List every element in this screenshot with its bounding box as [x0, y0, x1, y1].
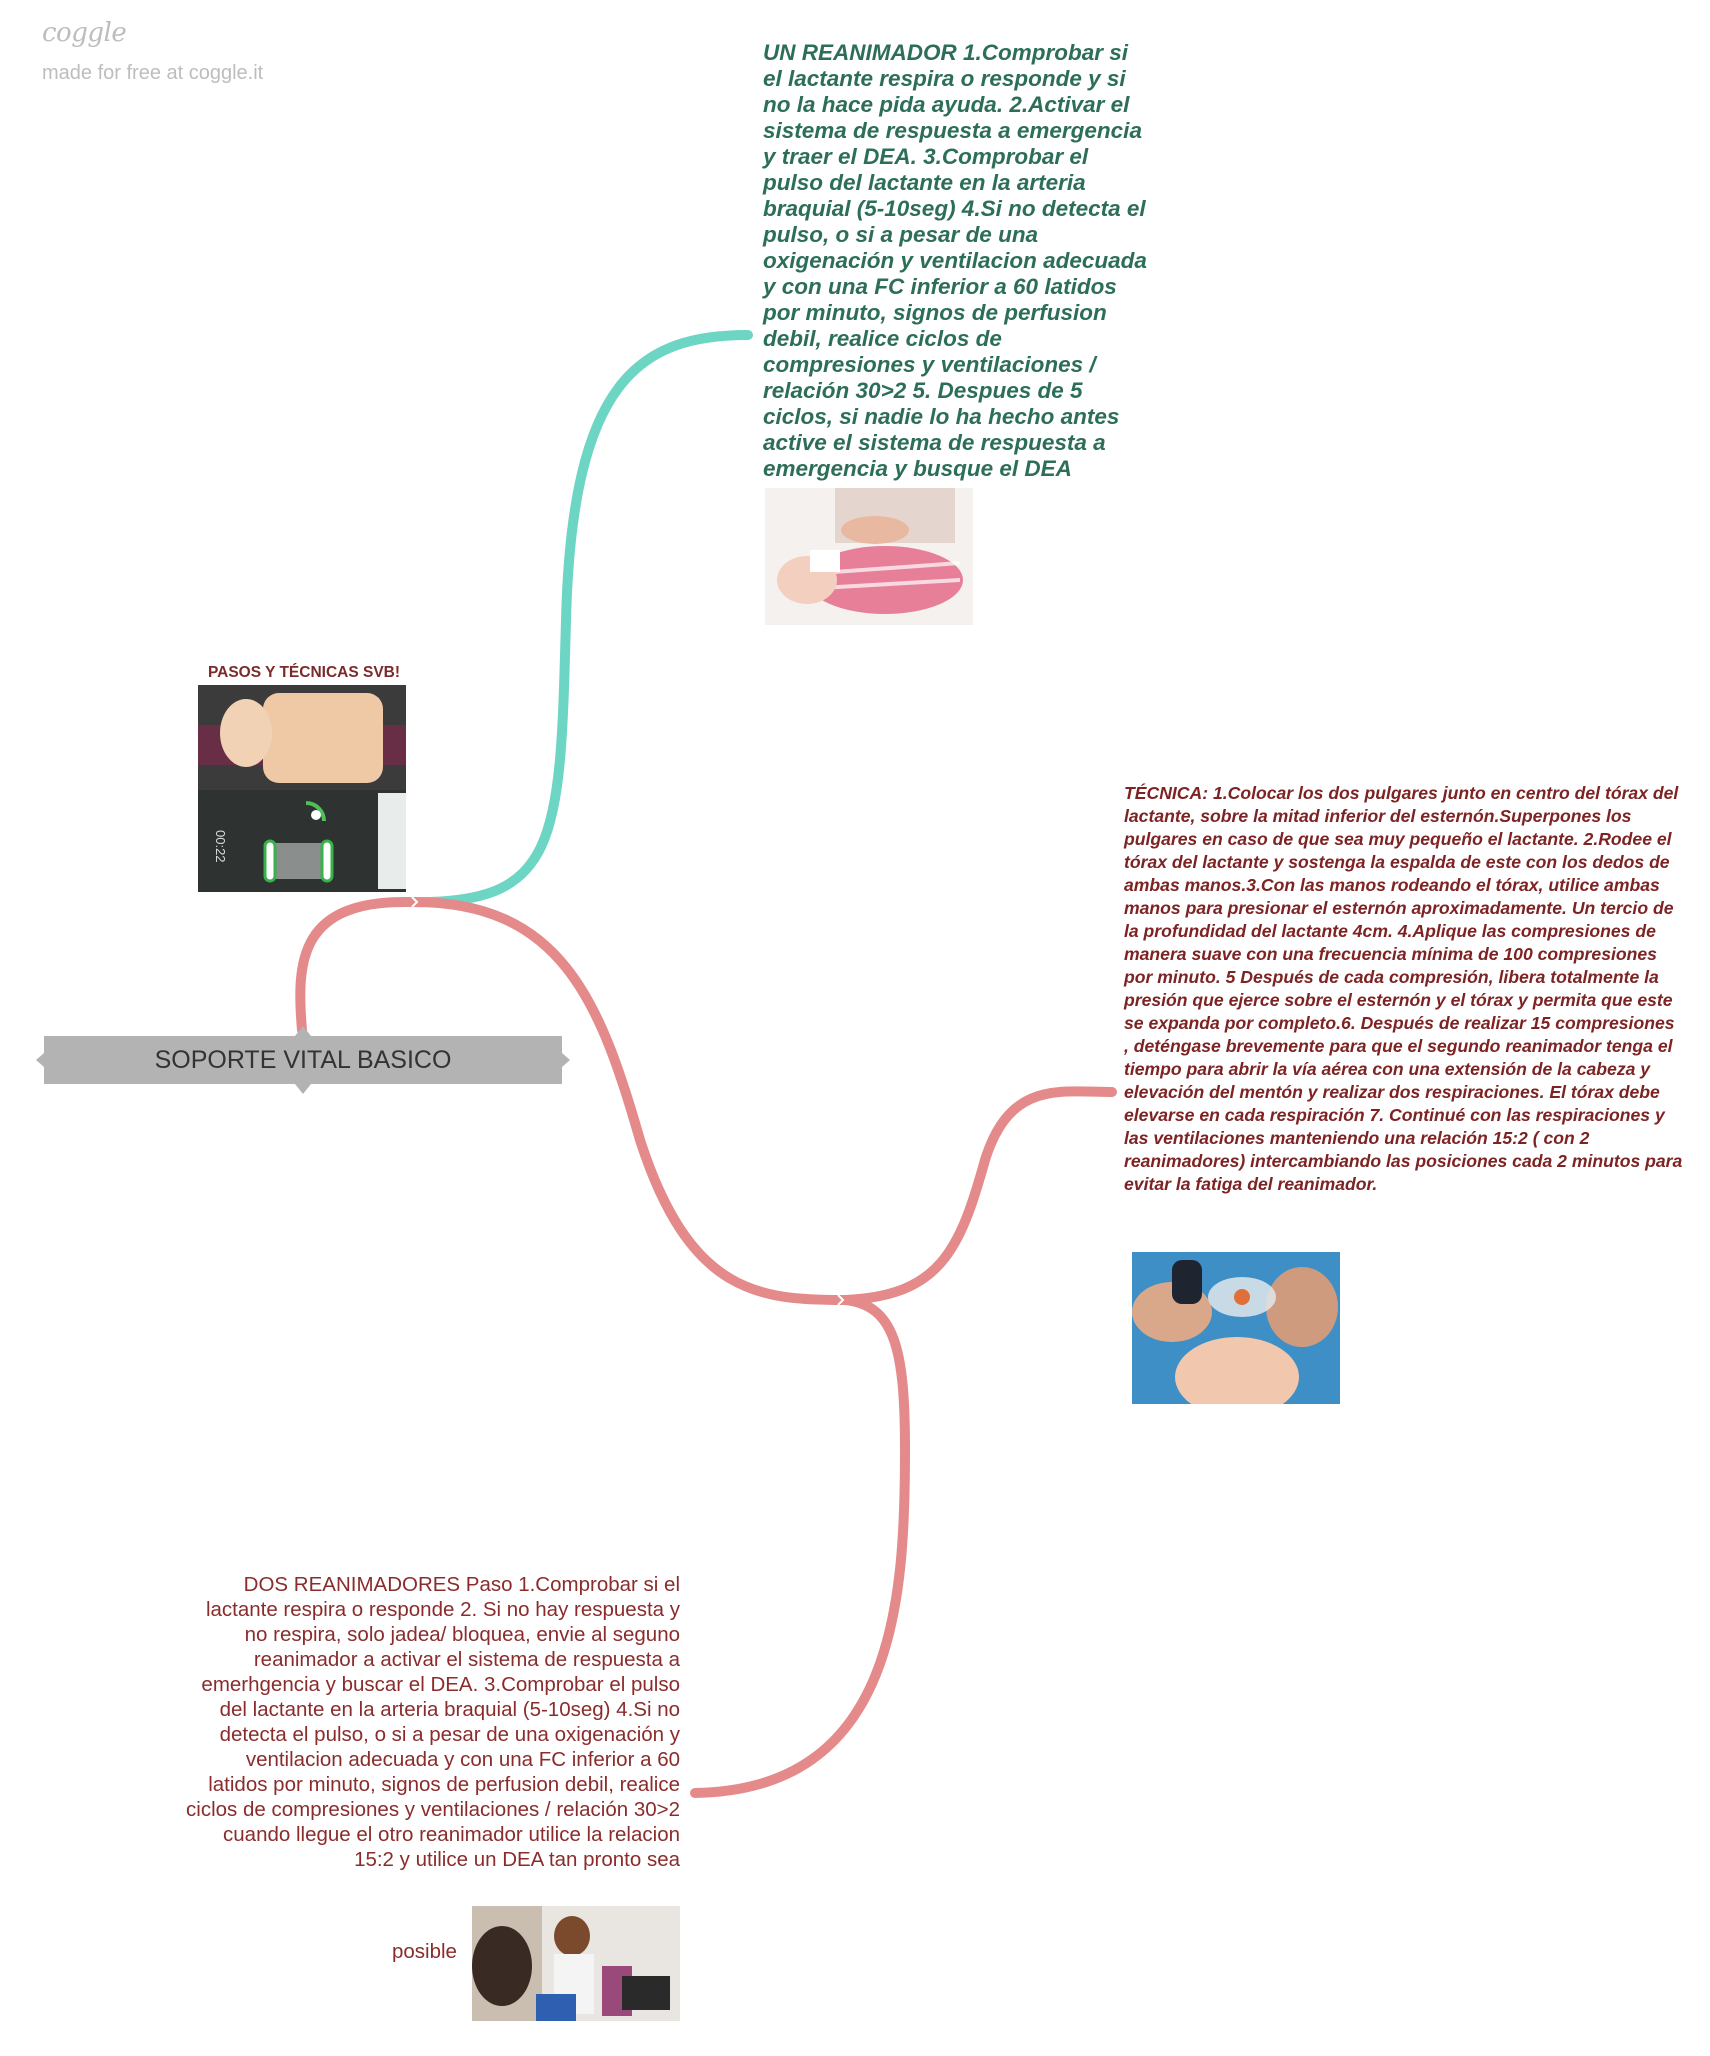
branch-pasos-to-hub: [405, 896, 850, 1305]
root-connector-notch: [295, 1084, 311, 1094]
connector-chevron: [837, 1294, 845, 1306]
coggle-tagline[interactable]: made for free at coggle.it: [42, 62, 264, 84]
cpr-training-class-photo[interactable]: [472, 1906, 680, 2021]
infant-bag-mask-photo[interactable]: [1132, 1252, 1340, 1404]
branch-hub-to-dos-reanimadores: [690, 1295, 911, 1798]
branch-root-to-pasos: [295, 896, 415, 1035]
coggle-logo[interactable]: coggle: [42, 18, 127, 48]
branch-pasos-to-un-reanimador: [405, 330, 753, 908]
root-connector-notch: [295, 1026, 311, 1036]
tecnica-text[interactable]: TÉCNICA: 1.Colocar los dos pulgares junt…: [1124, 783, 1683, 1194]
infant-cpr-photo[interactable]: [765, 488, 973, 625]
root-node-label: SOPORTE VITAL BASICO: [154, 1045, 452, 1074]
root-node[interactable]: SOPORTE VITAL BASICO: [36, 1036, 570, 1084]
dos-reanimadores-text[interactable]: DOS REANIMADORES Paso 1.Comprobar si el …: [186, 1573, 680, 1871]
pasos-node-title[interactable]: PASOS Y TÉCNICAS SVB!: [207, 664, 401, 681]
connector-chevron: [411, 896, 419, 908]
branch-hub-to-tecnica: [840, 1086, 1117, 1305]
un-reanimador-text[interactable]: UN REANIMADOR 1.Comprobar si el lactante…: [763, 40, 1147, 481]
svg-text:00:22: 00:22: [213, 830, 228, 863]
dos-reanimadores-trailing-text[interactable]: posible: [392, 1940, 457, 1963]
cpr-manikin-monitor-photo[interactable]: 00:22: [198, 685, 406, 892]
